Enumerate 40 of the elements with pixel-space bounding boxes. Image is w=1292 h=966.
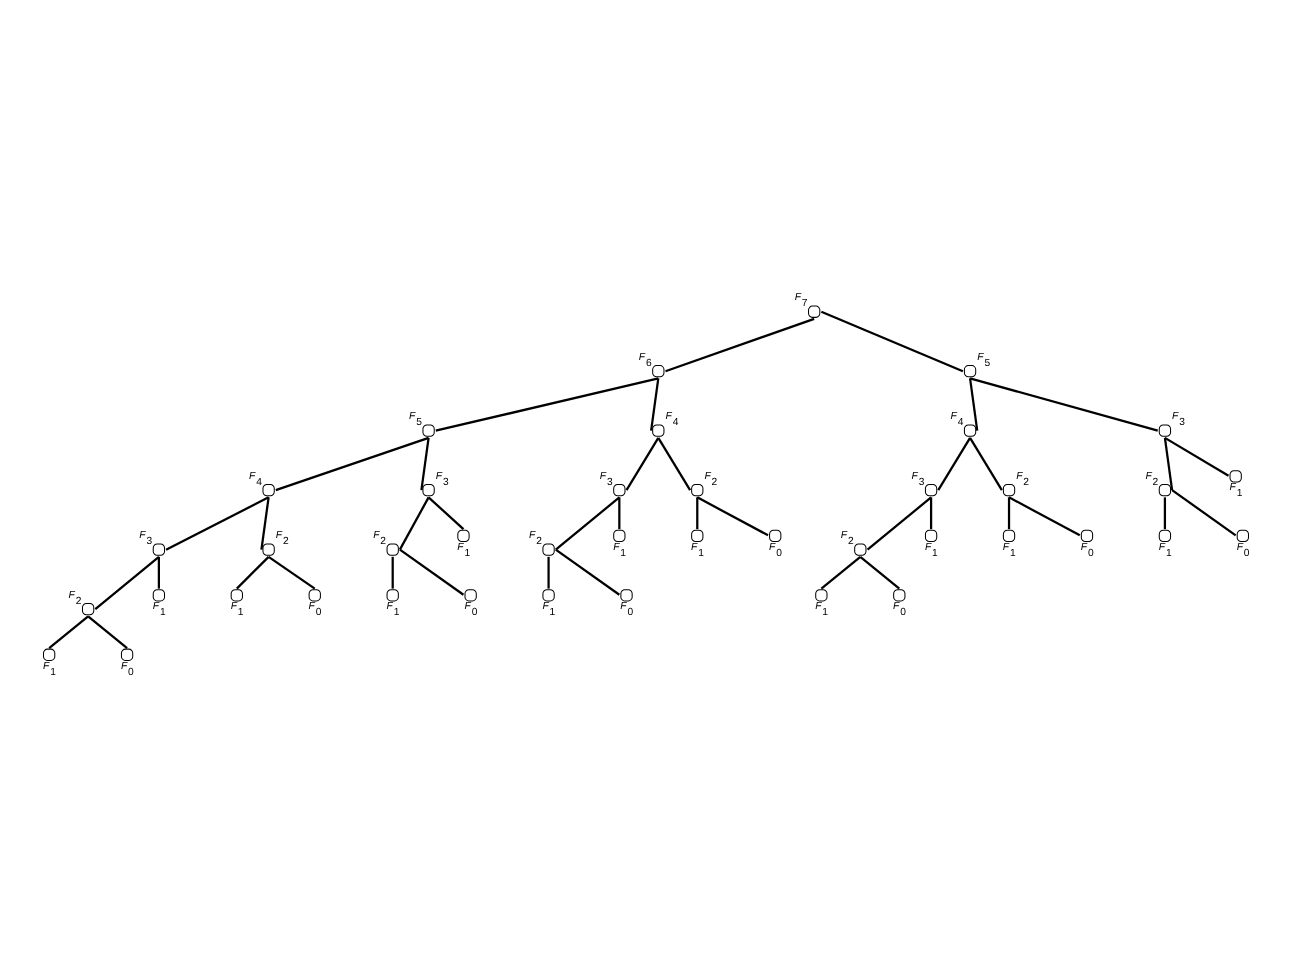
connector <box>420 437 430 491</box>
connector <box>275 436 429 492</box>
connector <box>236 556 270 590</box>
connector <box>650 378 660 431</box>
connector <box>398 496 430 551</box>
connector <box>969 377 1159 432</box>
connector <box>48 615 89 649</box>
connector <box>618 497 621 530</box>
connector <box>1008 496 1081 537</box>
connector <box>267 555 316 590</box>
connector <box>157 556 160 589</box>
connector <box>696 497 699 530</box>
connector <box>391 556 394 589</box>
connector <box>399 548 465 596</box>
connector <box>696 496 769 537</box>
connector <box>969 437 1003 491</box>
connector <box>820 310 964 373</box>
connector <box>1163 437 1174 491</box>
connector <box>1171 489 1237 537</box>
connector <box>427 496 465 530</box>
connector <box>937 437 972 491</box>
connector <box>435 377 659 432</box>
connector <box>625 437 660 491</box>
connector <box>87 615 128 649</box>
connector <box>820 555 862 590</box>
connector <box>165 496 270 551</box>
connector <box>555 496 621 551</box>
connector <box>1163 497 1167 530</box>
connector <box>260 497 270 550</box>
connector <box>547 556 550 589</box>
connector <box>866 496 932 551</box>
connector <box>94 555 160 610</box>
connector <box>929 497 933 530</box>
connector <box>968 378 979 431</box>
connector <box>665 317 815 373</box>
connector <box>1164 436 1230 477</box>
connector <box>555 548 620 596</box>
connector <box>1007 497 1011 530</box>
connector <box>657 437 692 491</box>
connector <box>859 555 900 590</box>
